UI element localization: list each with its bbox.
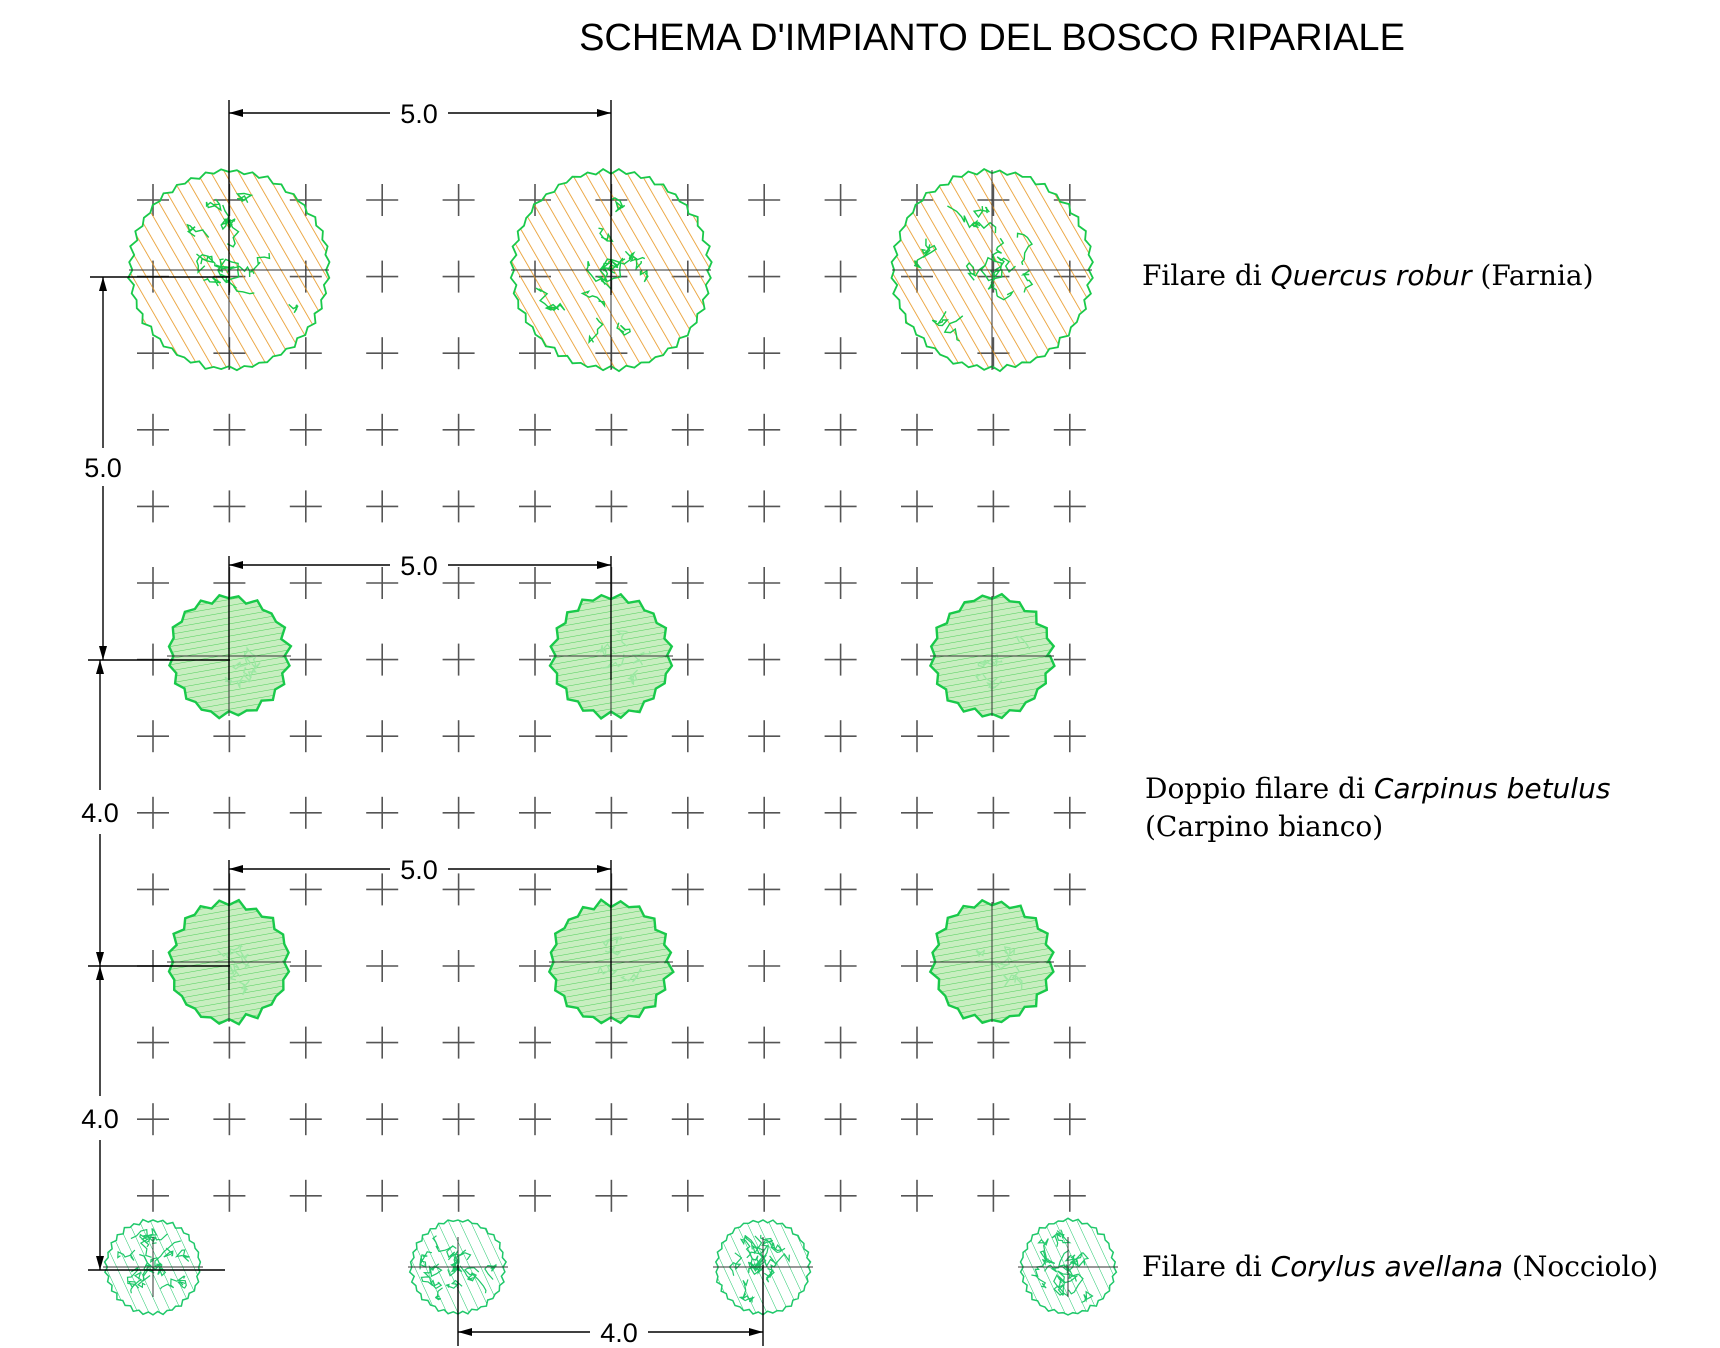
dimension-label: 5.0 [400,855,438,885]
legend-carpinus-common: (Carpino bianco) [1145,810,1383,843]
corylus-row [103,1217,1118,1316]
legend-common-name: (Nocciolo) [1503,1250,1658,1283]
carpinus-row-1 [167,592,1056,720]
dimension-label: 4.0 [81,1104,119,1134]
dimension-label: 5.0 [400,551,438,581]
dimension-row-gap-1: 5.0 [84,276,230,660]
legend-quercus: Filare di Quercus robur (Farnia) [1142,259,1594,292]
legend-species: Corylus avellana [1271,1250,1503,1283]
corylus-crown [1018,1217,1118,1316]
legend-prefix: Doppio filare di [1145,772,1374,805]
dimension-corylus-spacing: 4.0 [457,1265,764,1348]
dimension-label: 4.0 [81,798,119,828]
legend-prefix: Filare di [1142,259,1271,292]
legend-species: Carpinus betulus [1374,772,1611,805]
quercus-crown [890,168,1094,373]
dimension-carpinus-row2-spacing: 5.0 [228,855,612,990]
dimension-label: 5.0 [400,99,438,129]
carpinus-crown [928,898,1055,1025]
legend-species: Quercus robur [1271,259,1473,292]
legend-prefix: Filare di [1142,1250,1271,1283]
dimension-row-gap-2: 4.0 [81,659,230,966]
legend-carpinus: Doppio filare di Carpinus betulus [1145,772,1610,805]
corylus-crown [103,1218,203,1316]
carpinus-crown [167,593,293,720]
dimension-row-gap-3: 4.0 [81,965,230,1271]
dimension-label: 5.0 [84,453,122,483]
dimension-quercus-spacing: 5.0 [228,99,612,295]
carpinus-crown [928,592,1056,720]
dimension-label: 4.0 [600,1318,638,1348]
legend-common-name: (Farnia) [1472,259,1594,292]
drawing-title: SCHEMA D'IMPIANTO DEL BOSCO RIPARIALE [579,17,1405,59]
legend-corylus: Filare di Corylus avellana (Nocciolo) [1142,1250,1658,1283]
